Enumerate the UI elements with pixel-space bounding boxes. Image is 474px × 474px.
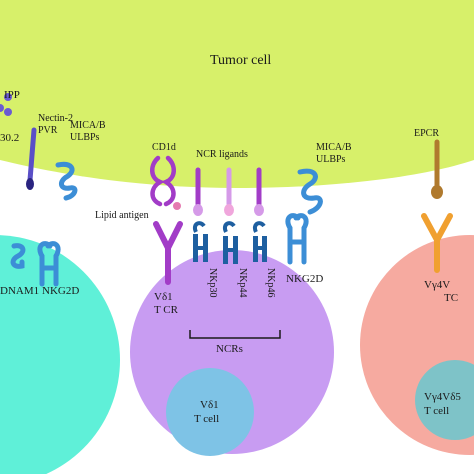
vd1-nucleus (166, 368, 254, 456)
vg4-tcr-label-1: Vγ4V (424, 279, 450, 291)
cd1d-molecule (150, 155, 176, 207)
dnam1-label: DNAM1 (0, 285, 39, 297)
nectin-label-2: PVR (38, 125, 58, 136)
lipid-antigen-dot (173, 202, 181, 210)
mica-left-label-1: MICA/B (70, 120, 106, 131)
nectin-label-1: Nectin-2 (38, 113, 73, 124)
ncr-ligand-2 (224, 167, 234, 216)
nectin-pvr-ligand (26, 127, 37, 190)
dnam1-receptor (10, 243, 26, 269)
nkp44-label: NKp44 (237, 268, 248, 297)
mica-left-ligand (55, 161, 78, 201)
ncrs-bracket (189, 330, 281, 339)
nkg2d-right-label: NKG2D (286, 273, 323, 285)
ipp-label: IPP (4, 89, 20, 101)
tumor-cell-label: Tumor cell (210, 53, 271, 68)
nkp46-receptor (253, 221, 267, 262)
nkp46-label: NKp46 (265, 268, 276, 297)
nkg2d-left-label: NKG2D (42, 285, 79, 297)
vd1-tcr-label-2: T CR (154, 304, 179, 316)
mica-right-ligand (297, 168, 323, 215)
epcr-molecule (431, 139, 443, 199)
lipid-antigen-label: Lipid antigen (95, 210, 149, 221)
nkg2d-left-receptor (37, 241, 61, 287)
btn-label: 30.2 (0, 132, 19, 144)
nkp44-receptor (223, 221, 238, 264)
vg4-nucleus (415, 360, 474, 440)
vg4-cell-label-2: T cell (424, 405, 449, 417)
mica-right-label-2: ULBPs (316, 154, 346, 165)
vd1-cell-label-2: T cell (194, 413, 219, 425)
vg4-cell-label-1: Vγ4Vδ5 (424, 391, 461, 403)
tumor-cell-body (0, 0, 474, 188)
ipp-molecule (0, 93, 12, 116)
ncr-ligand-1 (193, 167, 203, 216)
nkg2d-right-receptor (285, 213, 309, 265)
ncr-ligand-3 (254, 167, 264, 216)
mica-right-label-1: MICA/B (316, 142, 352, 153)
left-cell (0, 235, 120, 474)
epcr-label: EPCR (414, 128, 439, 139)
vg4-tcr-receptor (421, 213, 453, 273)
vd1-tcr-receptor (153, 221, 183, 285)
ncrs-label: NCRs (216, 343, 243, 355)
vd1-tcr-label-1: Vδ1 (154, 291, 173, 303)
vd1-cell-label-1: Vδ1 (200, 399, 219, 411)
nkp30-receptor (193, 221, 208, 262)
nkp30-label: NKp30 (207, 268, 218, 297)
mica-left-label-2: ULBPs (70, 132, 100, 143)
ncr-ligands-label: NCR ligands (196, 149, 248, 160)
cd1d-label: CD1d (152, 142, 176, 153)
vg4-tcr-label-2: TC (444, 292, 458, 304)
